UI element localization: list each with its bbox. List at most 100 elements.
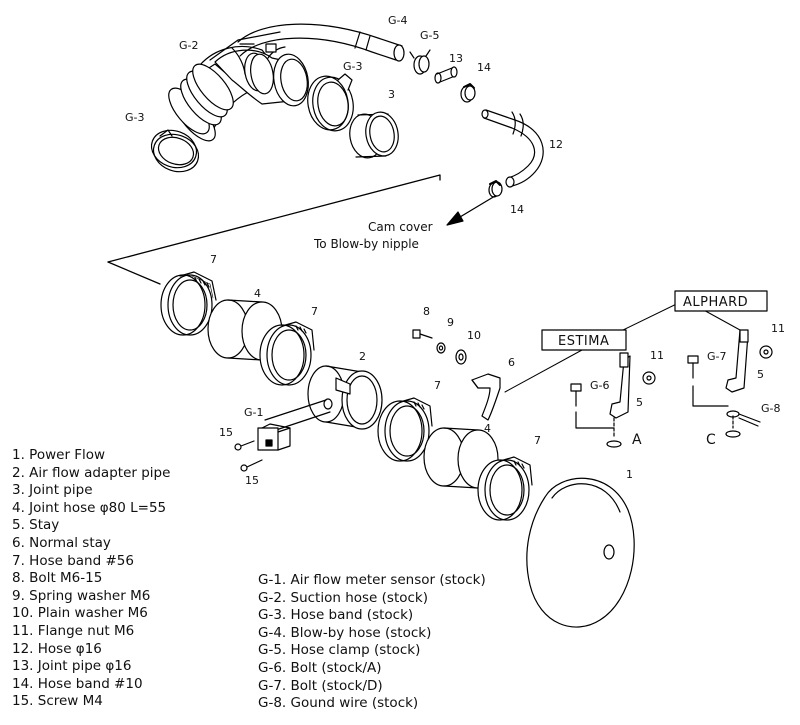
callout-g7: G-7: [707, 350, 727, 363]
legend-item: 14. Hose band #10: [12, 675, 143, 692]
callout-g4: G-4: [388, 14, 408, 27]
air-flow-meter-sensor-g1: [257, 423, 291, 451]
hose-band-7-d: [477, 456, 533, 521]
callout-8: 8: [423, 305, 430, 318]
estima-box: [541, 329, 627, 351]
legend-item: G-2. Suction hose (stock): [258, 589, 429, 606]
hose-band-14-bottom: [488, 180, 503, 198]
legend-item: 8. Bolt M6-15: [12, 570, 103, 587]
legend-item: 12. Hose φ16: [12, 640, 102, 657]
callout-7d: 7: [534, 434, 541, 447]
blowby-direction-arrow: [459, 195, 496, 218]
hose-band-7-b: [259, 321, 315, 386]
hose-band-g3-right: [307, 73, 354, 132]
callout-4b: 4: [484, 422, 491, 435]
stay-5-estima: [609, 352, 631, 419]
legend-item: G-6. Bolt (stock/A): [258, 659, 382, 676]
callout-5b: 5: [757, 368, 764, 381]
callout-g2: G-2: [179, 39, 199, 52]
callout-2: 2: [359, 350, 366, 363]
callout-g1: G-1: [244, 406, 264, 419]
callout-3: 3: [388, 88, 395, 101]
ground-wire-g8: [725, 410, 761, 438]
bolt-8: [412, 329, 433, 339]
callout-7c: 7: [434, 379, 441, 392]
normal-stay-6: [471, 373, 501, 421]
legend-item: 2. Air flow adapter pipe: [12, 464, 171, 481]
legend-item: 13. Joint pipe φ16: [12, 658, 132, 675]
legend-item: 6. Normal stay: [12, 534, 111, 551]
callout-12: 12: [549, 138, 563, 151]
legend-stock-parts: G-1. Air flow meter sensor (stock) G-2. …: [258, 572, 486, 713]
callout-15a: 15: [219, 426, 233, 439]
callout-4a: 4: [254, 287, 261, 300]
callout-g5: G-5: [420, 29, 440, 42]
callout-g8: G-8: [761, 402, 781, 415]
legend-item: 9. Spring washer M6: [12, 587, 151, 604]
callout-9: 9: [447, 316, 454, 329]
plain-washer-10: [455, 349, 467, 365]
legend-item: 5. Stay: [12, 517, 60, 534]
callout-labels: G-4 G-5 G-2 G-3 G-3 13 14 3 12 14 Cam co…: [125, 14, 785, 487]
hose-12: [481, 109, 544, 188]
callout-6: 6: [508, 356, 515, 369]
callout-5a: 5: [636, 396, 643, 409]
suction-hose-g2: [168, 31, 309, 142]
callout-15b: 15: [245, 474, 259, 487]
flange-nut-11-estima: [642, 371, 656, 385]
hose-band-g3-left: [150, 129, 200, 173]
legend-item: G-7. Bolt (stock/D): [258, 677, 383, 694]
estima-label: ESTIMA: [558, 334, 609, 349]
callout-10: 10: [467, 329, 481, 342]
stay-5-alphard: [725, 329, 749, 393]
callout-14a: 14: [477, 61, 491, 74]
screw-15-a: [234, 440, 255, 451]
power-flow-filter-1: [526, 477, 635, 628]
legend-item: 1. Power Flow: [12, 447, 106, 463]
callout-11a: 11: [650, 349, 664, 362]
legend-item: G-1. Air flow meter sensor (stock): [258, 572, 486, 588]
callout-14b: 14: [510, 203, 524, 216]
joint-pipe-3: [349, 111, 399, 159]
flange-nut-11-alphard: [759, 345, 773, 359]
hose-band-7-c: [377, 397, 433, 462]
legend-item: G-3. Hose band (stock): [258, 607, 414, 624]
cam-cover-note: Cam cover: [368, 220, 433, 234]
mount-letter-c: C: [706, 432, 716, 448]
legend-item: 15. Screw M4: [12, 693, 103, 710]
alphard-box: [674, 290, 768, 312]
callout-1: 1: [626, 468, 633, 481]
legend-item: G-5. Hose clamp (stock): [258, 642, 421, 659]
callout-7b: 7: [311, 305, 318, 318]
hose-band-14-top: [460, 83, 476, 103]
mount-letter-a: A: [632, 432, 642, 448]
callout-g3b: G-3: [343, 60, 363, 73]
screw-15-b: [240, 459, 263, 472]
joint-pipe-13: [434, 66, 458, 84]
callout-g6: G-6: [590, 379, 610, 392]
joint-hose-4-a: [207, 299, 283, 361]
callout-7a: 7: [210, 253, 217, 266]
callout-13: 13: [449, 52, 463, 65]
legend-item: G-8. Gound wire (stock): [258, 695, 419, 712]
blowby-nipple-note: To Blow-by nipple: [313, 237, 419, 251]
alphard-label: ALPHARD: [683, 295, 748, 310]
callout-g3a: G-3: [125, 111, 145, 124]
legend-item: 7. Hose band #56: [12, 552, 134, 569]
air-flow-adapter-pipe-2: [264, 365, 383, 433]
legend-item: 3. Joint pipe: [12, 482, 93, 499]
legend-item: 4. Joint hose φ80 L=55: [12, 499, 167, 516]
bolt-g6: [570, 383, 615, 429]
legend-parts: 1. Power Flow 2. Air flow adapter pipe 3…: [12, 447, 170, 711]
hose-clamp-g5: [409, 49, 431, 75]
hose-band-7-a: [160, 271, 217, 336]
blowby-hose-g4: [237, 23, 405, 62]
callout-11b: 11: [771, 322, 785, 335]
legend-item: 10. Plain washer M6: [12, 605, 148, 622]
bolt-g7: [687, 355, 729, 407]
spring-washer-9: [436, 342, 446, 354]
legend-item: 11. Flange nut M6: [12, 622, 135, 639]
legend-item: G-4. Blow-by hose (stock): [258, 624, 432, 641]
